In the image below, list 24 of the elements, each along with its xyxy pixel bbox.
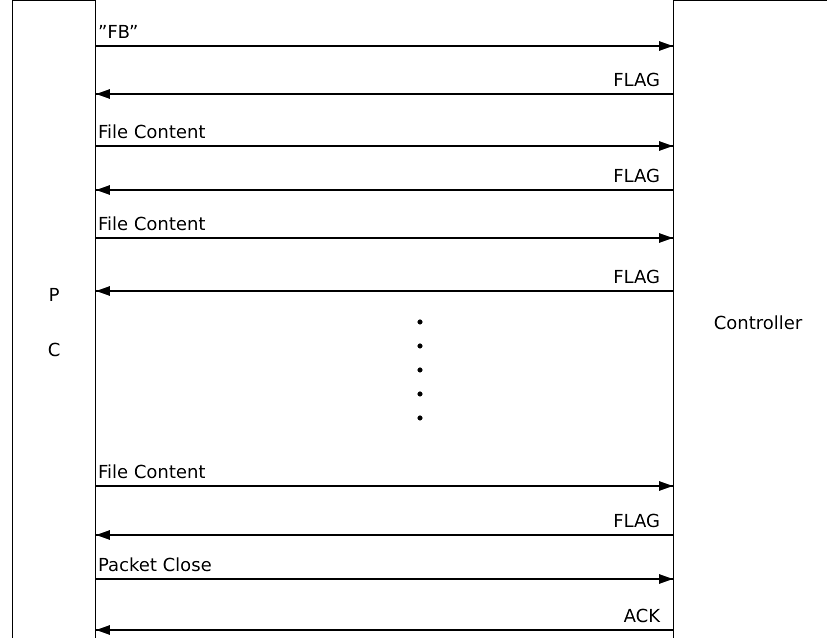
message-arrow: [96, 233, 673, 243]
edge-label: FLAG: [613, 268, 660, 288]
edge-label: FLAG: [613, 71, 660, 91]
edge-label: File Content: [98, 463, 206, 483]
message-arrow: [96, 574, 673, 584]
edge-label: FLAG: [613, 167, 660, 187]
message-arrow: [96, 89, 673, 99]
edge-label: ”FB”: [98, 23, 138, 43]
edge-label: FLAG: [613, 512, 660, 532]
edge-label: ACK: [624, 607, 660, 627]
message-arrow: [96, 141, 673, 151]
message-arrow: [96, 481, 673, 491]
message-arrow: [96, 286, 673, 296]
message-arrow: [96, 185, 673, 195]
lifeline-box: [12, 0, 96, 638]
message-arrow: [96, 530, 673, 540]
lifeline-label: Controller: [714, 312, 802, 334]
lifeline-label: PC: [46, 284, 62, 363]
edge-label: File Content: [98, 215, 206, 235]
message-arrow: [96, 625, 673, 635]
message-arrow: [96, 41, 673, 51]
edge-label: Packet Close: [98, 556, 212, 576]
lifeline-box: [673, 0, 827, 638]
edge-label: File Content: [98, 123, 206, 143]
